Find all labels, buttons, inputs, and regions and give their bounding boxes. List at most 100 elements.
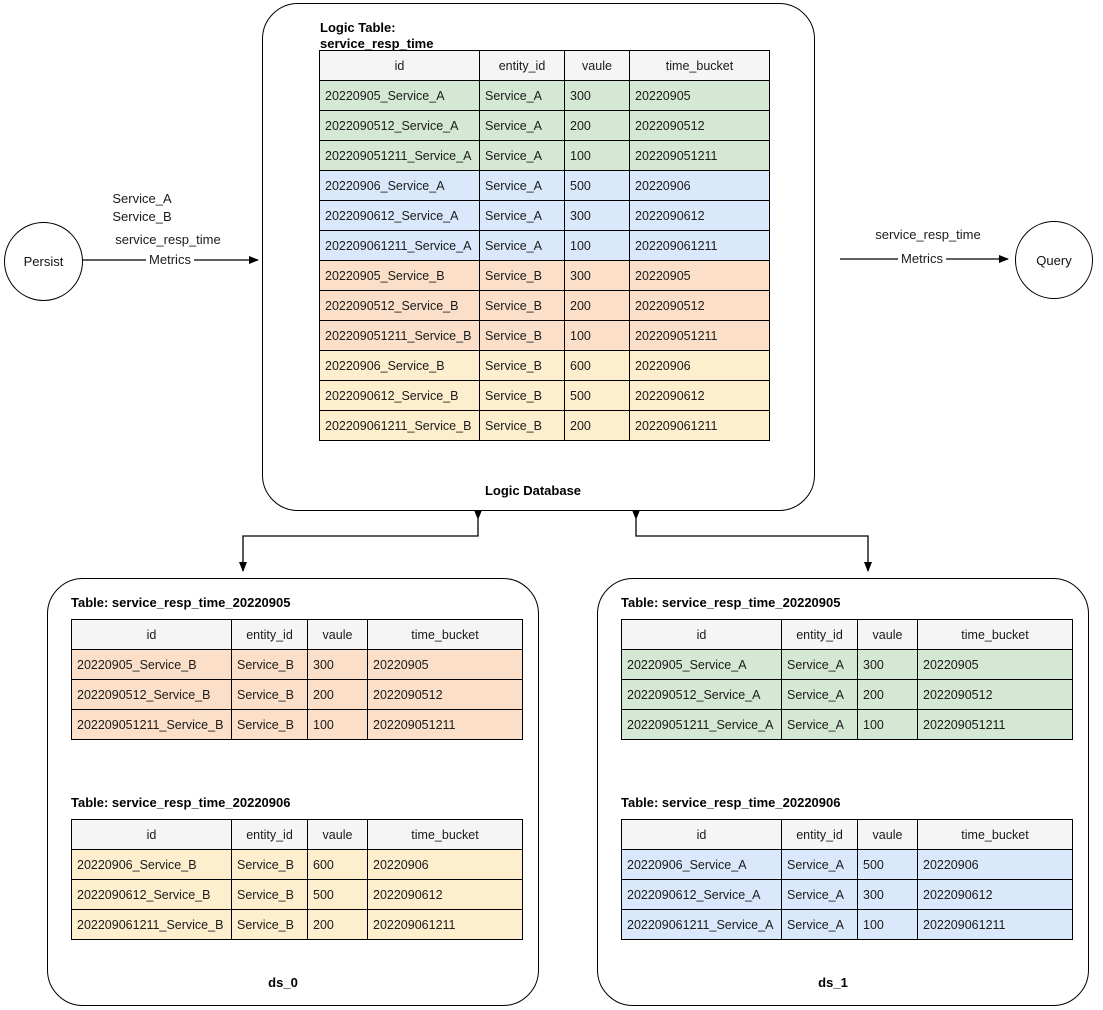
cell-id: 2022090612_Service_B bbox=[71, 879, 232, 910]
cell-vaule: 300 bbox=[564, 80, 630, 111]
table-header-row: id entity_id vaule time_bucket bbox=[71, 619, 523, 650]
column-header-vaule: vaule bbox=[307, 819, 368, 850]
cell-time-bucket: 202209061211 bbox=[367, 909, 523, 940]
cell-id: 2022090612_Service_B bbox=[319, 380, 480, 411]
cell-vaule: 200 bbox=[564, 410, 630, 441]
cell-entity-id: Service_B bbox=[231, 909, 308, 940]
cell-entity-id: Service_A bbox=[479, 140, 565, 171]
cell-time-bucket: 202209051211 bbox=[917, 709, 1073, 740]
cell-time-bucket: 20220905 bbox=[629, 260, 770, 291]
cell-time-bucket: 2022090512 bbox=[629, 110, 770, 141]
cell-vaule: 300 bbox=[307, 649, 368, 680]
cell-time-bucket: 20220905 bbox=[629, 80, 770, 111]
cell-time-bucket: 20220906 bbox=[629, 170, 770, 201]
cell-id: 2022090512_Service_B bbox=[319, 290, 480, 321]
cell-id: 2022090512_Service_A bbox=[319, 110, 480, 141]
cell-time-bucket: 2022090512 bbox=[917, 679, 1073, 710]
cell-entity-id: Service_A bbox=[479, 200, 565, 231]
column-header-vaule: vaule bbox=[307, 619, 368, 650]
query-node[interactable]: Query bbox=[1015, 221, 1093, 299]
cell-vaule: 100 bbox=[857, 709, 918, 740]
cell-id: 202209051211_Service_A bbox=[621, 709, 782, 740]
cell-vaule: 100 bbox=[307, 709, 368, 740]
cell-id: 202209051211_Service_B bbox=[71, 709, 232, 740]
cell-time-bucket: 202209051211 bbox=[629, 320, 770, 351]
column-header-time-bucket: time_bucket bbox=[917, 619, 1073, 650]
cell-time-bucket: 202209051211 bbox=[367, 709, 523, 740]
ds1-table0-caption: Table: service_resp_time_20220905 bbox=[621, 595, 841, 610]
cell-vaule: 300 bbox=[564, 260, 630, 291]
cell-entity-id: Service_A bbox=[479, 110, 565, 141]
cell-entity-id: Service_B bbox=[231, 709, 308, 740]
cell-time-bucket: 2022090512 bbox=[629, 290, 770, 321]
cell-id: 20220905_Service_B bbox=[71, 649, 232, 680]
cell-time-bucket: 20220906 bbox=[629, 350, 770, 381]
cell-time-bucket: 2022090512 bbox=[367, 679, 523, 710]
ds0-table-0: id entity_id vaule time_bucket 20220905_… bbox=[71, 619, 523, 740]
ds0-table1-caption: Table: service_resp_time_20220906 bbox=[71, 795, 291, 810]
cell-vaule: 500 bbox=[564, 380, 630, 411]
table-header-row: id entity_id vaule time_bucket bbox=[621, 819, 1073, 850]
ds1-label: ds_1 bbox=[818, 975, 848, 990]
cell-entity-id: Service_A bbox=[781, 709, 858, 740]
cell-id: 20220906_Service_A bbox=[621, 849, 782, 880]
column-header-vaule: vaule bbox=[857, 819, 918, 850]
ds1-table-1: id entity_id vaule time_bucket 20220906_… bbox=[621, 819, 1073, 940]
cell-vaule: 600 bbox=[564, 350, 630, 381]
column-header-entity-id: entity_id bbox=[479, 50, 565, 81]
cell-entity-id: Service_A bbox=[781, 849, 858, 880]
cell-id: 2022090512_Service_B bbox=[71, 679, 232, 710]
column-header-time-bucket: time_bucket bbox=[367, 619, 523, 650]
cell-vaule: 100 bbox=[564, 230, 630, 261]
cell-entity-id: Service_A bbox=[479, 170, 565, 201]
persist-node-label: Persist bbox=[23, 254, 64, 269]
cell-entity-id: Service_A bbox=[781, 679, 858, 710]
cell-vaule: 200 bbox=[857, 679, 918, 710]
cell-vaule: 100 bbox=[857, 909, 918, 940]
cell-vaule: 100 bbox=[564, 140, 630, 171]
cell-vaule: 200 bbox=[564, 290, 630, 321]
logic-table-caption-line1: Logic Table: bbox=[320, 20, 396, 35]
column-header-time-bucket: time_bucket bbox=[917, 819, 1073, 850]
persist-node[interactable]: Persist bbox=[4, 222, 83, 301]
column-header-entity-id: entity_id bbox=[781, 619, 858, 650]
ds0-table0-caption: Table: service_resp_time_20220905 bbox=[71, 595, 291, 610]
cell-time-bucket: 2022090612 bbox=[629, 200, 770, 231]
ds1-table1-caption: Table: service_resp_time_20220906 bbox=[621, 795, 841, 810]
cell-entity-id: Service_A bbox=[781, 649, 858, 680]
column-header-entity-id: entity_id bbox=[231, 819, 308, 850]
cell-time-bucket: 202209061211 bbox=[629, 410, 770, 441]
column-header-vaule: vaule bbox=[564, 50, 630, 81]
left-edge-label-service-b: Service_B bbox=[112, 209, 172, 224]
cell-time-bucket: 20220905 bbox=[367, 649, 523, 680]
cell-time-bucket: 202209061211 bbox=[917, 909, 1073, 940]
cell-vaule: 500 bbox=[564, 170, 630, 201]
column-header-id: id bbox=[71, 619, 232, 650]
cell-vaule: 500 bbox=[857, 849, 918, 880]
cell-time-bucket: 2022090612 bbox=[629, 380, 770, 411]
logic-database-footer-label: Logic Database bbox=[484, 483, 582, 498]
right-edge-label-metric-name: service_resp_time bbox=[875, 227, 981, 242]
column-header-id: id bbox=[621, 819, 782, 850]
cell-id: 20220906_Service_B bbox=[71, 849, 232, 880]
cell-entity-id: Service_A bbox=[781, 879, 858, 910]
cell-id: 2022090612_Service_A bbox=[621, 879, 782, 910]
arrow-logicdb-to-ds1 bbox=[632, 510, 872, 572]
